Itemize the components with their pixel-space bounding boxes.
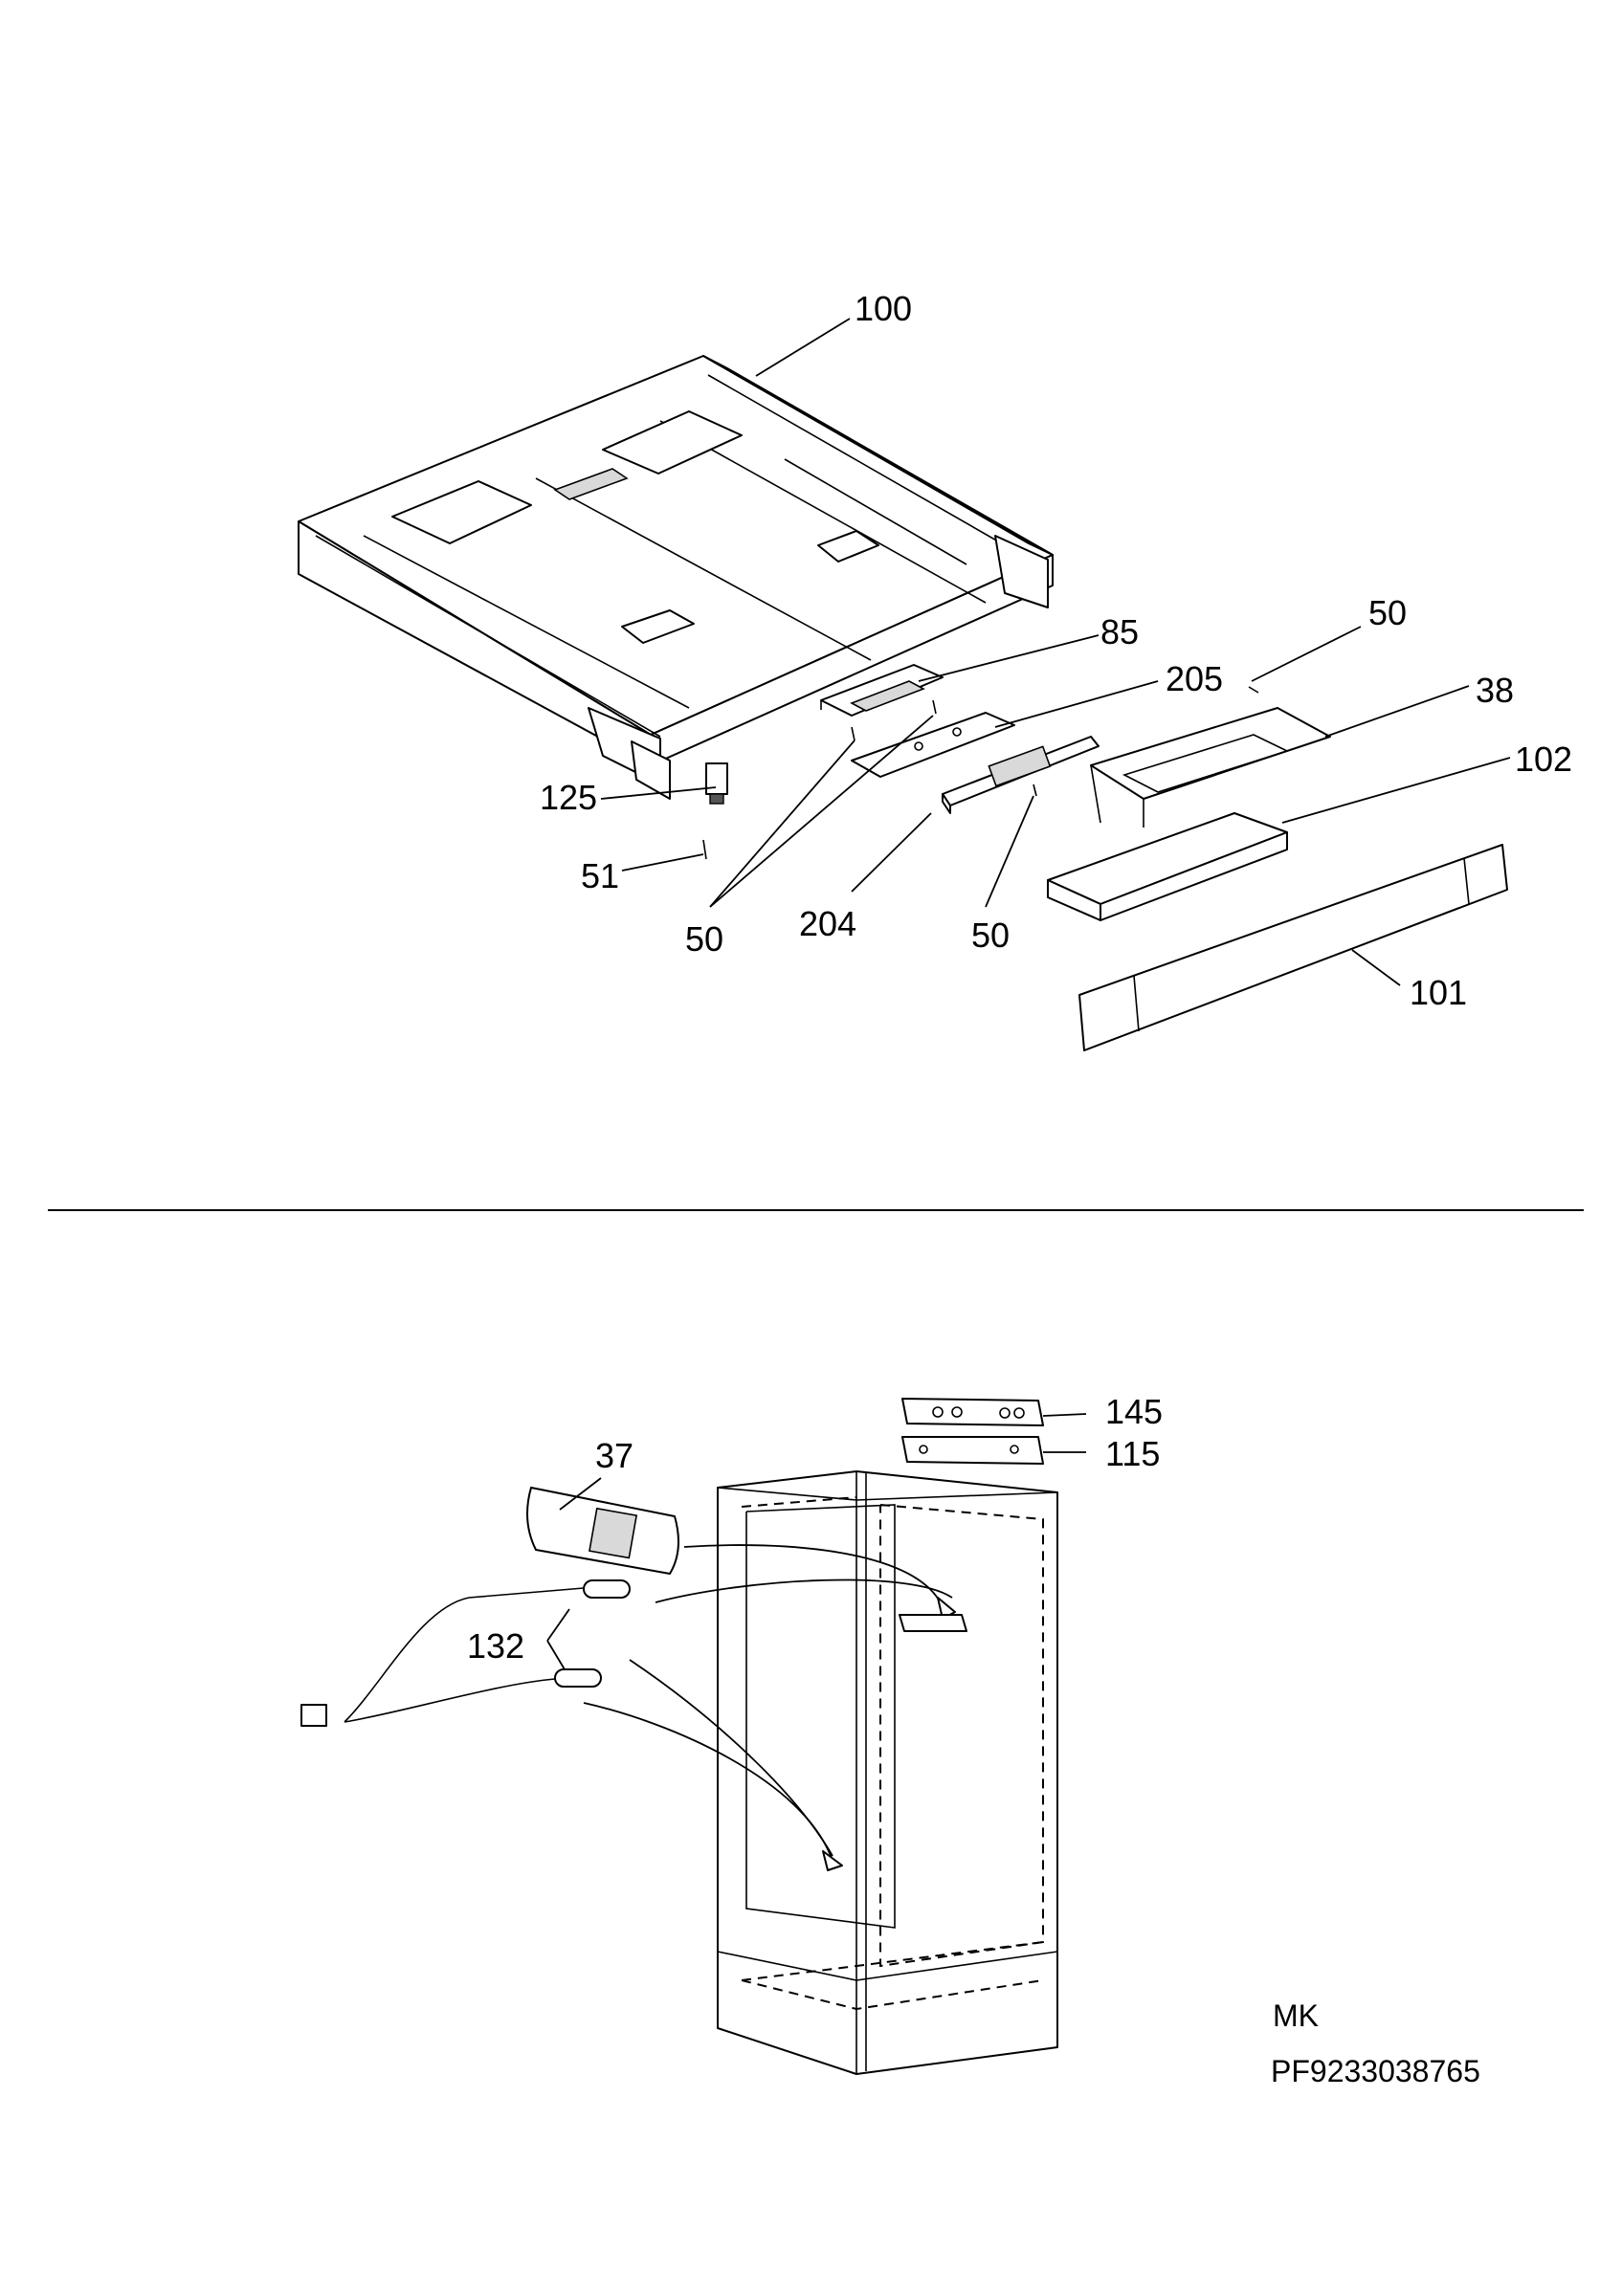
callout-101: 101 (1410, 973, 1467, 1012)
callout-145: 145 (1105, 1392, 1163, 1431)
callout-50-top: 50 (1368, 593, 1407, 632)
callout-125: 125 (540, 778, 597, 817)
part-100-top-tray (298, 355, 1054, 800)
callout-85: 85 (1100, 612, 1139, 651)
part-102-housing (1047, 812, 1288, 921)
arrows-bottom (583, 1544, 967, 1871)
leader-lines-panel (1042, 1413, 1087, 1453)
part-204-control-board (942, 736, 1100, 814)
part-205-control-board (851, 712, 1015, 778)
part-132-sensor-cable (300, 1579, 631, 1727)
callout-204: 204 (799, 904, 856, 943)
callout-205: 205 (1166, 659, 1223, 698)
part-51-screw (702, 839, 707, 860)
callout-50-left: 50 (685, 919, 723, 959)
callout-100: 100 (855, 289, 912, 328)
callout-115: 115 (1105, 1434, 1160, 1473)
part-101-front-panel (1078, 844, 1508, 1051)
callout-51: 51 (581, 856, 619, 895)
part-38-frame (1090, 707, 1331, 828)
callout-37: 37 (595, 1436, 633, 1475)
cabinet-outline (717, 1470, 1058, 2075)
callout-50-mid: 50 (971, 916, 1010, 955)
leader-lines-top (600, 318, 1511, 986)
callout-38: 38 (1476, 671, 1514, 710)
callout-132: 132 (467, 1626, 524, 1666)
screws-50 (851, 686, 1259, 797)
model-code: MK (1273, 1998, 1319, 2033)
part-125-clip (705, 762, 728, 805)
part-115-gasket (901, 1436, 1044, 1465)
part-145-control-panel (901, 1398, 1044, 1426)
callout-102: 102 (1515, 740, 1572, 779)
part-37-sensor-cover (526, 1477, 679, 1575)
part-85-bracket (820, 664, 944, 717)
part-number: PF9233038765 (1271, 2054, 1480, 2088)
